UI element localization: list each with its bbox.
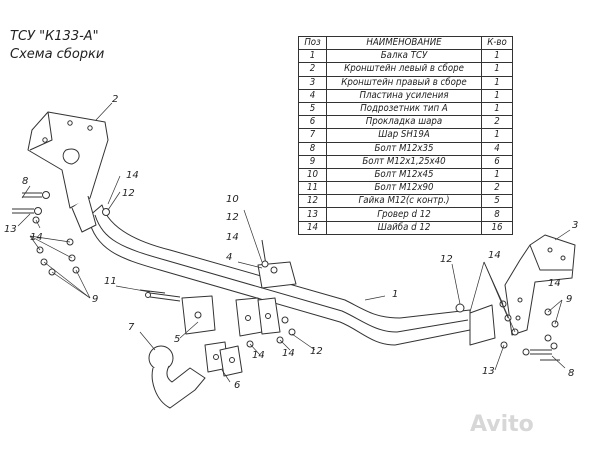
right-fasteners (455, 300, 560, 361)
callout-washer-left-label: 14 (30, 232, 43, 243)
title-line-subtitle: Схема сборки (10, 47, 105, 62)
callout-3-label: 3 (572, 220, 578, 231)
row-qty: 1 (481, 101, 513, 117)
callout-ball-label: 7 (128, 322, 135, 333)
callout-bolt-right-label: 8 (568, 368, 574, 379)
callout-grover-left-label: 13 (4, 224, 17, 235)
row-name: Кронштейн правый в сборе (326, 75, 482, 90)
title-line-model: ТСУ "К133-А" (10, 29, 99, 44)
callout-socket-label: 5 (174, 334, 180, 345)
row-qty: 1 (481, 75, 513, 90)
callout-1-label: 2 (112, 94, 118, 105)
callout-washer-right2-label: 14 (548, 278, 561, 289)
callout-plate-label: 4 (226, 252, 232, 263)
callout-bolt9-right-label: 9 (566, 294, 572, 305)
row-qty: 16 (481, 220, 513, 235)
callout-bolt-left-label: 8 (22, 176, 28, 187)
table-header-row: Поз НАИМЕНОВАНИЕ К-во (298, 35, 513, 51)
callout-bolt10-label: 10 (226, 194, 239, 205)
callout-bolt9-left-label: 9 (92, 294, 98, 305)
avito-watermark: Avito (470, 412, 534, 437)
callout-washer-mid-label: 14 (226, 232, 239, 243)
tow-ball (148, 345, 206, 409)
callout-washer-bottom2-label: 14 (282, 348, 295, 359)
drawing-title: ТСУ "К133-А" Схема сборки (10, 28, 104, 64)
callout-spacer-label: 6 (234, 380, 240, 391)
tongue-plates (235, 297, 281, 337)
callout-beam-label: 1 (392, 289, 398, 300)
callout-bolt11-label: 11 (104, 276, 117, 287)
callout-nut-left-label: 12 (122, 188, 135, 199)
callout-nut-mid-label: 12 (226, 212, 239, 223)
callout-washer-bottom1-label: 14 (252, 350, 265, 361)
callout-labels: 2 3 1 4 5 6 7 8 8 9 9 10 11 12 12 12 12 … (4, 94, 578, 391)
right-bracket (469, 234, 576, 346)
callout-washer-right-label: 14 (488, 250, 501, 261)
long-bolts (139, 289, 181, 302)
callout-nut-right-label: 12 (440, 254, 453, 265)
row-pos: 2 (298, 62, 327, 77)
socket-plate (181, 295, 216, 335)
left-bracket (27, 111, 109, 233)
callout-washer-top-label: 14 (126, 170, 139, 181)
row-qty: 1 (481, 88, 513, 103)
callout-grover-right-label: 13 (482, 366, 495, 377)
ball-spacers (204, 341, 243, 377)
callout-nut-bottom-label: 12 (310, 346, 323, 357)
row-name: Пластина усиления (326, 88, 482, 103)
leader-lines (17, 102, 571, 383)
left-bolts (12, 191, 110, 276)
row-qty: 1 (481, 62, 513, 77)
